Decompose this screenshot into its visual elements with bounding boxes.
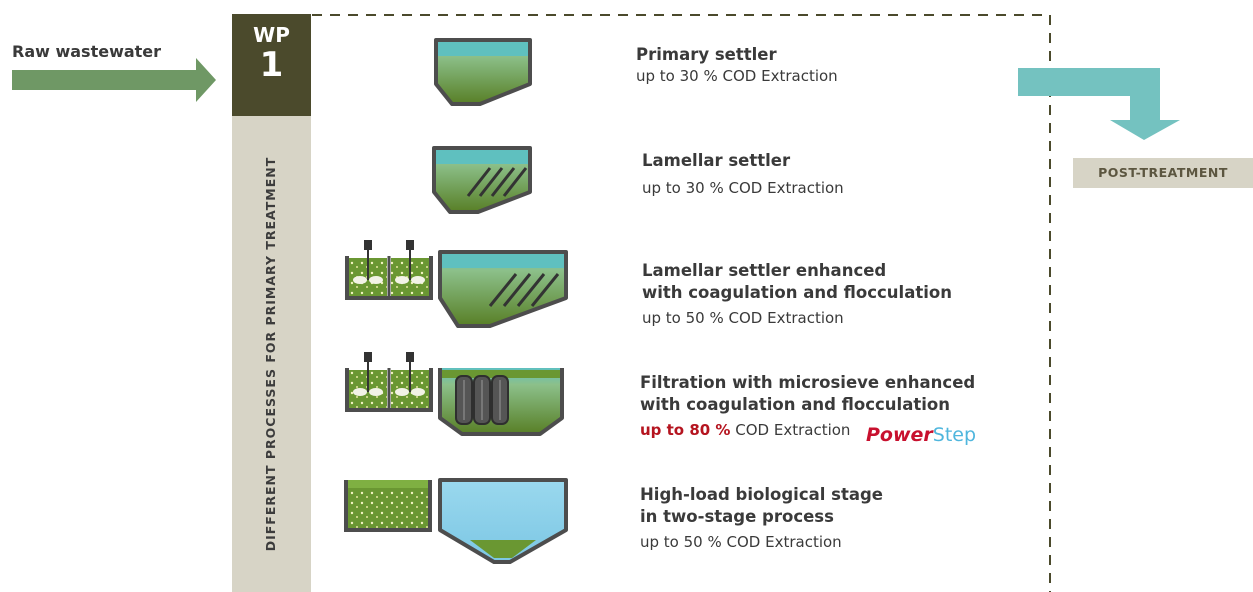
process-microsieve-filtration: Filtration with microsieve enhanced with… (640, 372, 975, 440)
process-extraction: up to 30 % COD Extraction (636, 67, 838, 85)
extraction-highlight: up to 80 % (640, 421, 731, 439)
process-high-load-biological: High-load biological stage in two-stage … (640, 484, 883, 552)
coagulation-flocculation-tanks-icon (345, 240, 433, 300)
dashed-frame (312, 14, 1051, 592)
process-lamellar-settler-enhanced: Lamellar settler enhanced with coagulati… (642, 260, 952, 328)
brand-part-2: Step (932, 424, 977, 446)
process-extraction: COD Extraction (735, 421, 851, 439)
brand-part-1: Power (866, 424, 933, 446)
work-package-badge: WP 1 (232, 14, 311, 116)
biological-reactor-icon (344, 480, 432, 532)
work-package-number: 1 (259, 45, 284, 85)
process-lamellar-settler: Lamellar settler up to 30 % COD Extracti… (642, 150, 844, 198)
microsieve-filter-icon (438, 368, 564, 436)
primary-settler-icon (434, 38, 532, 106)
process-extraction-line: up to 80 % COD Extraction (640, 420, 975, 440)
process-extraction: up to 50 % COD Extraction (640, 533, 842, 551)
process-title-line-2: with coagulation and flocculation (640, 395, 950, 414)
process-title-line-2: with coagulation and flocculation (642, 283, 952, 302)
lamellar-settler-icon (432, 146, 532, 214)
secondary-settler-icon (438, 478, 568, 564)
output-arrow (1018, 68, 1180, 140)
lamellar-settler-enhanced-icon (438, 250, 568, 328)
powerstep-logo: PowerStep (866, 424, 976, 446)
process-title: Primary settler (636, 45, 777, 64)
process-title-line-1: High-load biological stage (640, 485, 883, 504)
process-extraction: up to 30 % COD Extraction (642, 179, 844, 197)
input-arrow (12, 58, 216, 102)
process-title-line-2: in two-stage process (640, 507, 834, 526)
process-title: Lamellar settler (642, 151, 791, 170)
work-package-label: WP (253, 23, 290, 47)
process-primary-settler: Primary settler up to 30 % COD Extractio… (636, 44, 838, 86)
process-extraction: up to 50 % COD Extraction (642, 309, 844, 327)
coagulation-flocculation-tanks-2-icon (345, 352, 433, 412)
process-title-line-1: Lamellar settler enhanced (642, 261, 887, 280)
post-treatment-label: POST-TREATMENT (1073, 158, 1253, 188)
process-title-line-1: Filtration with microsieve enhanced (640, 373, 976, 392)
side-bar (232, 116, 311, 592)
side-label: DIFFERENT PROCESSES FOR PRIMARY TREATMEN… (263, 156, 278, 552)
raw-wastewater-label: Raw wastewater (12, 42, 162, 61)
